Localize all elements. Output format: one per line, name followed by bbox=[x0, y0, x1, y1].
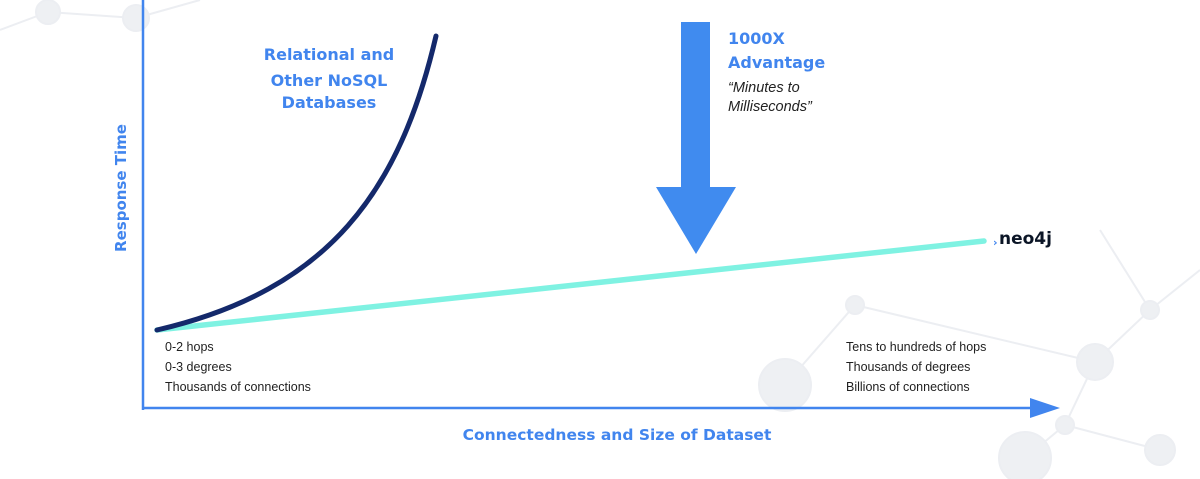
right-line-1: Tens to hundreds of hops bbox=[846, 340, 986, 354]
relational-label-line-3: Databases bbox=[282, 93, 377, 112]
left-line-1: 0-2 hops bbox=[165, 340, 214, 354]
x-axis-label: Connectedness and Size of Dataset bbox=[463, 426, 772, 444]
relational-label-line-1: Relational and bbox=[264, 45, 394, 64]
series-neo4j-line bbox=[154, 238, 987, 333]
advantage-title-2: Advantage bbox=[728, 53, 825, 72]
relational-label-line-2: Other NoSQL bbox=[271, 71, 388, 90]
advantage-quote-1: “Minutes to bbox=[728, 80, 800, 96]
relational-series-label: Relational and Other NoSQL Databases bbox=[264, 45, 394, 112]
right-scale-annotation: Tens to hundreds of hops Thousands of de… bbox=[846, 340, 986, 394]
left-line-2: 0-3 degrees bbox=[165, 360, 232, 374]
advantage-title-1: 1000X bbox=[728, 29, 786, 48]
series-relational-curve bbox=[154, 33, 439, 333]
x-axis-arrowhead bbox=[1030, 398, 1060, 418]
left-line-3: Thousands of connections bbox=[165, 380, 311, 394]
left-scale-annotation: 0-2 hops 0-3 degrees Thousands of connec… bbox=[165, 340, 311, 394]
neo4j-logo-chevron: › bbox=[993, 236, 998, 249]
advantage-annotation: 1000X Advantage “Minutes to Milliseconds… bbox=[728, 29, 825, 115]
neo4j-logo-text: neo4j bbox=[999, 229, 1052, 249]
right-line-3: Billions of connections bbox=[846, 380, 970, 394]
neo4j-logo: › neo4j bbox=[993, 229, 1052, 249]
y-axis-label: Response Time bbox=[112, 124, 130, 252]
advantage-down-arrow bbox=[656, 22, 736, 254]
advantage-quote-2: Milliseconds” bbox=[728, 99, 813, 115]
right-line-2: Thousands of degrees bbox=[846, 360, 970, 374]
